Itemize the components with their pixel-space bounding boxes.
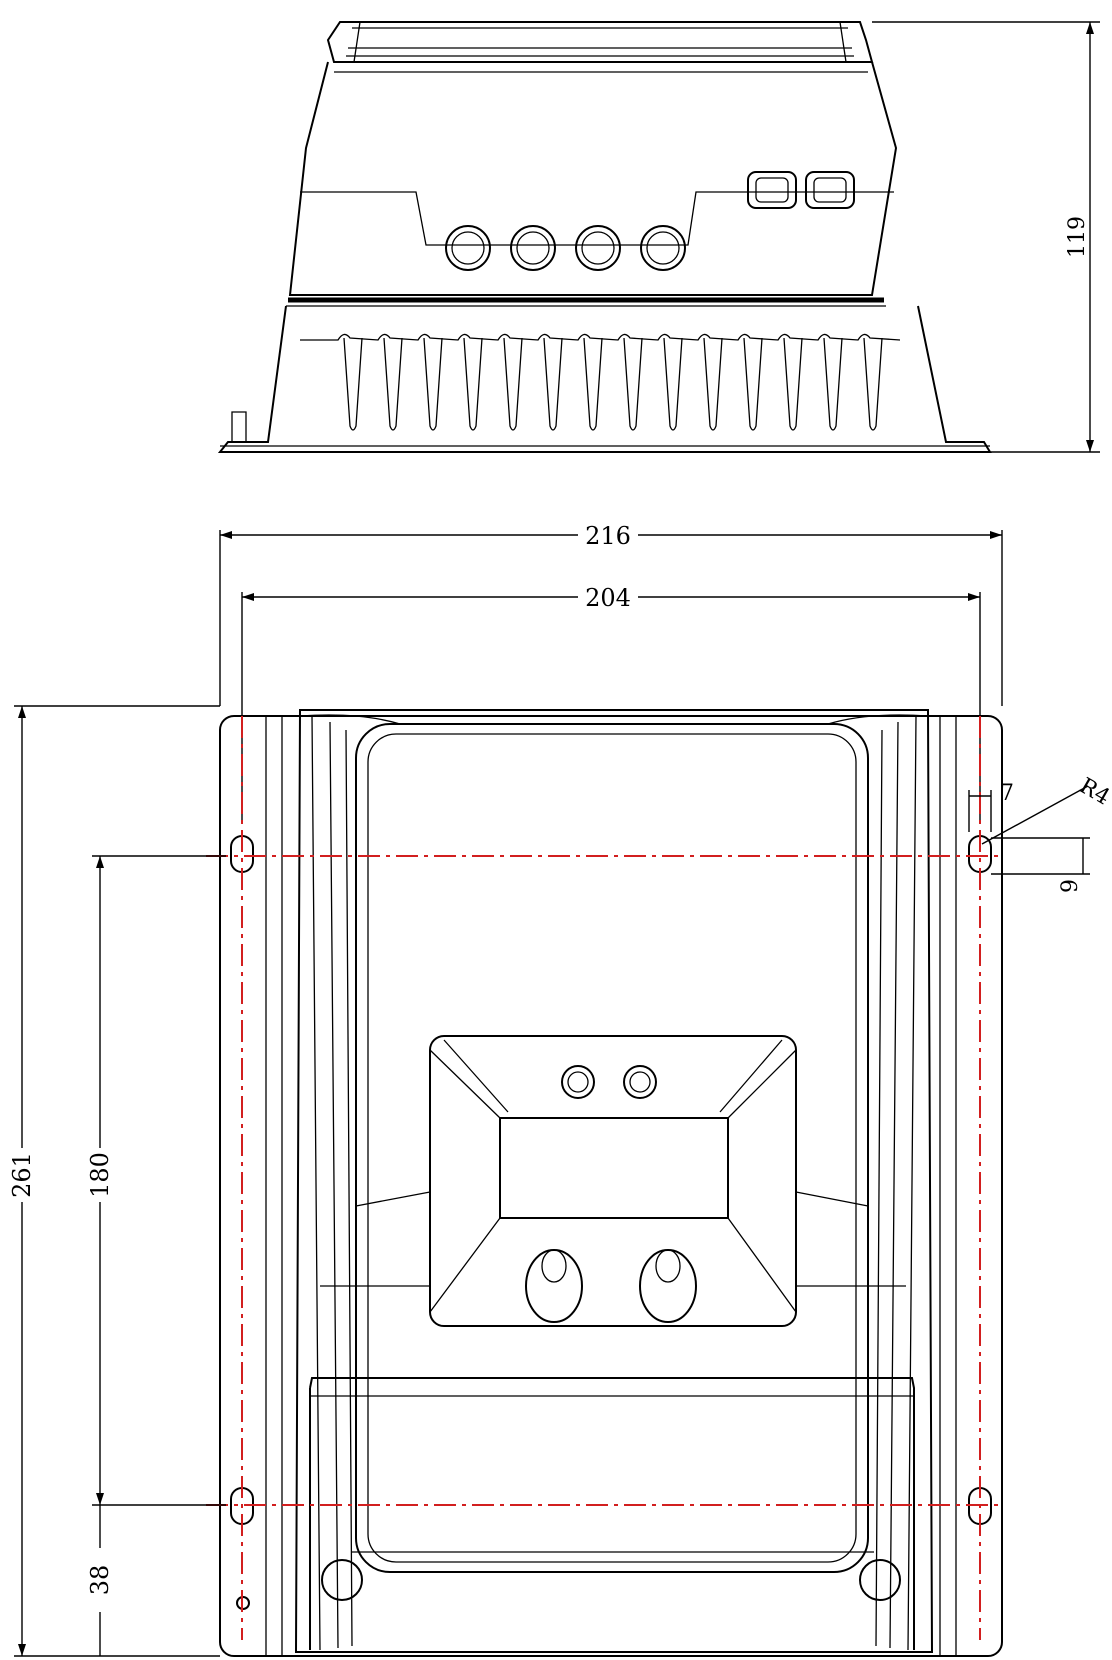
dim-overall-length: 261 [8, 1152, 36, 1198]
heatsink-fin [663, 337, 683, 431]
center-lines [206, 716, 1004, 1640]
heatsink-fin [503, 337, 523, 431]
knob-row [445, 225, 686, 271]
heatsink-fin [743, 337, 763, 431]
heatsink-fin [343, 337, 363, 431]
dim-slot-radius: R4 [1075, 774, 1112, 811]
dim-slot-width: 7 [1000, 781, 1014, 806]
heatsink-fin [583, 337, 603, 431]
dim-bottom-offset: 38 [86, 1565, 114, 1596]
heatsink-fin [623, 337, 643, 431]
heatsink-fin [463, 337, 483, 431]
heatsink-fin [543, 337, 563, 431]
heatsink-top-edge [300, 333, 901, 341]
heatsink-fin [703, 337, 723, 431]
dim-overall-width: 216 [585, 522, 631, 550]
side-view: 119 [217, 21, 1100, 453]
heatsink-fin [783, 337, 803, 431]
heatsink-fin [423, 337, 443, 431]
heatsink-fin [863, 337, 883, 431]
dim-hole-spacing-length: 180 [86, 1152, 114, 1198]
heatsink-fin [383, 337, 403, 431]
dim-hole-spacing-width: 204 [585, 584, 631, 612]
plan-view: 216 204 [8, 522, 1112, 1657]
heatsink-fin [823, 337, 843, 431]
dim-height: 119 [1065, 216, 1090, 258]
heatsink-fins [300, 333, 901, 431]
dim-slot-length: 9 [1058, 879, 1083, 893]
connector-pair [747, 171, 855, 209]
